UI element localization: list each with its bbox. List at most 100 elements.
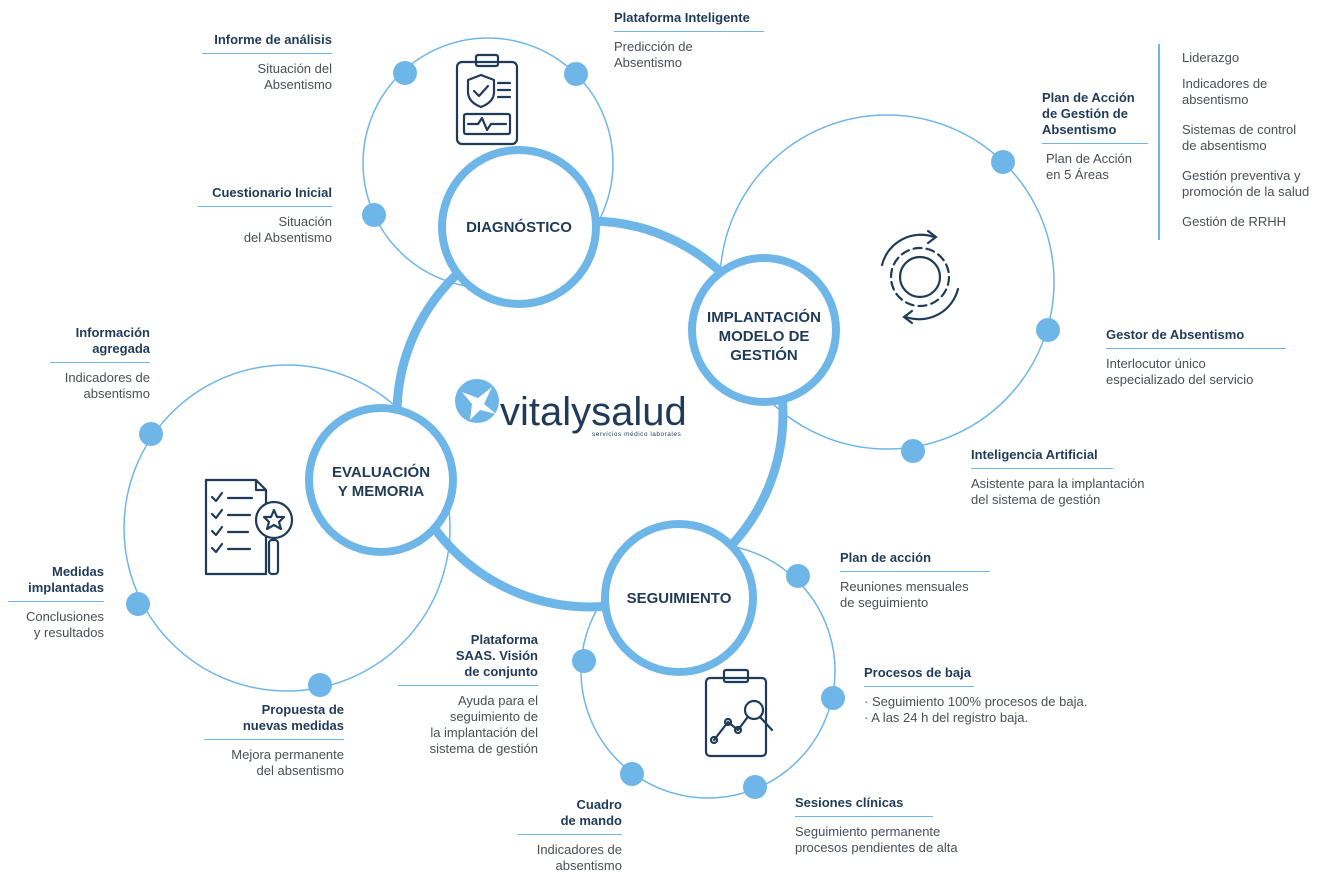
dot-procesos: [821, 686, 845, 710]
label-divider: [8, 601, 104, 602]
bullet-item: Seguimiento 100% procesos de baja.: [864, 694, 1114, 710]
hub-seguimiento: SEGUIMIENTO: [601, 520, 757, 676]
label-divider: [398, 685, 538, 686]
label-divider: [1106, 348, 1286, 349]
hub-implantacion-line2: MODELO DE: [719, 328, 810, 345]
label-sesiones-clinicas: Sesiones clínicas Seguimiento permanente…: [795, 795, 995, 856]
label-divider: [614, 31, 764, 32]
clipboard-shield-icon: [455, 53, 519, 146]
dot-plan-accion: [786, 564, 810, 588]
areas-list: Liderazgo Indicadores de absentismo Sist…: [1158, 44, 1328, 240]
clipboard-chart-icon: [704, 668, 774, 758]
dot-medidas: [126, 592, 150, 616]
hub-diagnostico-label: DIAGNÓSTICO: [466, 218, 572, 236]
bullet-item: A las 24 h del registro baja.: [864, 710, 1114, 726]
label-title: Plan de acción: [840, 550, 932, 565]
evaluacion-outer-circle: [123, 364, 451, 692]
dot-informe-analisis: [393, 61, 417, 85]
label-title: Gestor de Absentismo: [1106, 327, 1245, 342]
label-inteligencia-artificial: Inteligencia Artificial Asistente para l…: [971, 447, 1181, 508]
label-divider: [840, 571, 990, 572]
hub-evaluacion: EVALUACIÓN Y MEMORIA: [305, 404, 457, 556]
areas-list-item: Gestión de RRHH: [1182, 214, 1287, 229]
label-title: Cuestionario Inicial: [212, 185, 332, 200]
label-divider: [795, 816, 933, 817]
dot-plan-accion-gestion: [991, 150, 1015, 174]
hub-seguimiento-label: SEGUIMIENTO: [627, 590, 732, 607]
logo-name: vitalysalud: [500, 390, 687, 434]
hub-evaluacion-line2: Y MEMORIA: [338, 483, 425, 500]
label-title: Inteligencia Artificial: [971, 447, 1098, 462]
vitalysalud-logo: vitalysalud servicios médico laborales: [455, 379, 687, 438]
checklist-star-icon: [204, 478, 294, 576]
label-divider: [50, 362, 150, 363]
areas-list-item: Gestión preventiva y: [1182, 168, 1301, 183]
label-title: Sesiones clínicas: [795, 795, 904, 810]
areas-list-item: de absentismo: [1182, 138, 1267, 153]
dot-gestor: [1036, 318, 1060, 342]
label-title: Informe de análisis: [214, 32, 332, 47]
dot-plataforma-saas: [572, 649, 596, 673]
dot-ia: [901, 439, 925, 463]
gear-cycle-icon: [880, 229, 960, 325]
label-divider: [202, 53, 332, 54]
dot-informacion: [139, 422, 163, 446]
label-divider: [1042, 143, 1148, 144]
logo-tagline: servicios médico laborales: [592, 431, 681, 438]
hub-implantacion: IMPLANTACIÓN MODELO DE GESTIÓN: [688, 254, 840, 406]
label-procesos-baja: Procesos de baja Seguimiento 100% proces…: [864, 665, 1114, 726]
hub-diagnostico: DIAGNÓSTICO: [438, 146, 600, 308]
hub-implantacion-line1: IMPLANTACIÓN: [707, 308, 821, 326]
label-divider: [198, 206, 332, 207]
areas-list-item: Indicadores de: [1182, 76, 1268, 91]
label-divider: [864, 686, 974, 687]
hub-evaluacion-line1: EVALUACIÓN: [332, 463, 430, 481]
label-divider: [971, 468, 1113, 469]
label-title: Procesos de baja: [864, 665, 971, 680]
hub-implantacion-line3: GESTIÓN: [730, 346, 798, 364]
areas-list-item: absentismo: [1182, 92, 1249, 107]
areas-list-item: Liderazgo: [1182, 50, 1240, 65]
areas-list-item: promoción de la salud: [1182, 184, 1310, 199]
dot-propuesta: [308, 673, 332, 697]
dot-sesiones: [743, 775, 767, 799]
label-divider: [204, 739, 344, 740]
label-bullets: Seguimiento 100% procesos de baja. A las…: [864, 694, 1114, 726]
dot-cuestionario: [362, 203, 386, 227]
dot-cuadro: [620, 762, 644, 786]
dot-plataforma-inteligente: [564, 62, 588, 86]
label-title: Plataforma Inteligente: [614, 10, 750, 25]
label-divider: [518, 834, 622, 835]
areas-list-item: Sistemas de control: [1182, 122, 1297, 137]
